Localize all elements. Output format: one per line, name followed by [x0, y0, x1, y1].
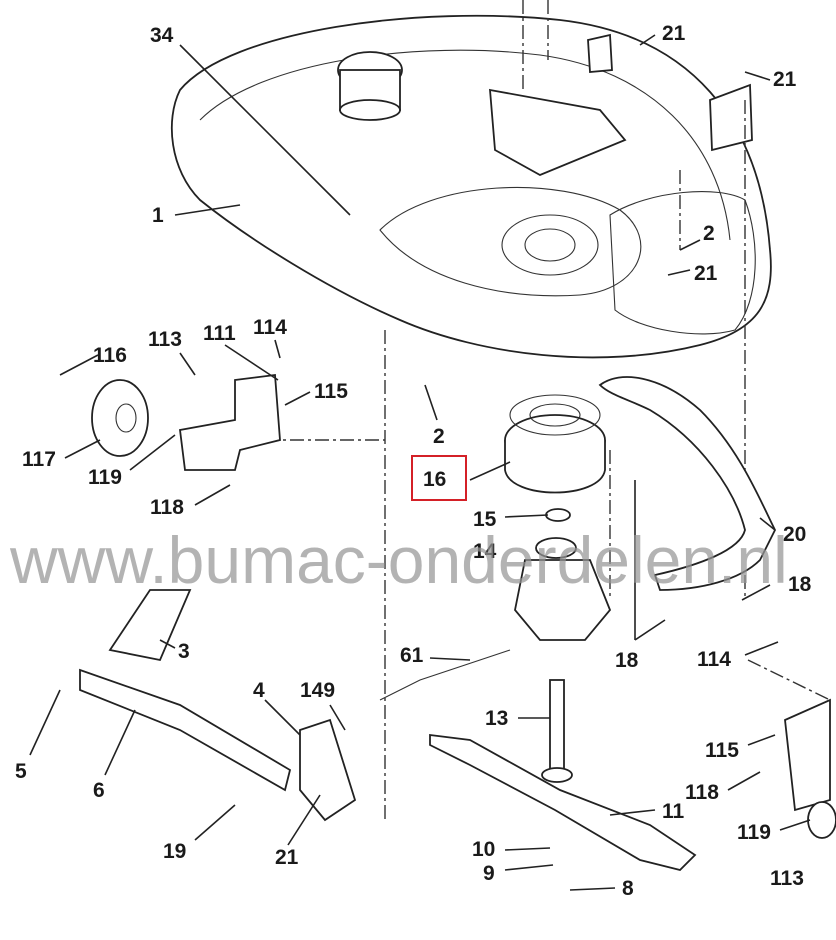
- callout-113: 113: [148, 328, 182, 351]
- callout-9: 9: [483, 862, 495, 885]
- watermark: www.bumac-onderdelen.nl: [10, 523, 788, 597]
- bracket-4: [299, 718, 357, 822]
- callout-116: 116: [93, 344, 127, 367]
- assembly-centerlines: [240, 0, 831, 820]
- callout-21: 21: [662, 22, 686, 45]
- mower-deck: [170, 14, 772, 359]
- callout-10: 10: [472, 838, 495, 861]
- callout-2: 2: [703, 222, 715, 245]
- callout-21: 21: [694, 262, 718, 285]
- callout-118: 118: [150, 496, 184, 519]
- callout-labels: 34 21 21 1 2 21 116 113 111 114 115 117 …: [15, 22, 812, 900]
- callout-114: 114: [697, 648, 731, 671]
- callout-115: 115: [314, 380, 348, 403]
- callout-149: 149: [300, 679, 335, 702]
- lift-link-6: [79, 668, 292, 792]
- callout-20: 20: [783, 523, 806, 546]
- callout-114: 114: [253, 316, 287, 339]
- callout-21: 21: [275, 846, 299, 869]
- part-16-ring: [504, 394, 606, 494]
- callout-15: 15: [473, 508, 497, 531]
- callout-118: 118: [685, 781, 719, 804]
- belt-guard-arm: [598, 376, 777, 591]
- mower-blade: [429, 733, 697, 871]
- callout-8: 8: [622, 877, 634, 900]
- bracket-3: [108, 589, 192, 662]
- callout-6: 6: [93, 779, 105, 802]
- callout-2: 2: [433, 425, 445, 448]
- callout-34: 34: [150, 24, 174, 47]
- callout-111: 111: [203, 322, 236, 345]
- callout-119: 119: [737, 821, 771, 844]
- callout-18: 18: [788, 573, 812, 596]
- callout-14: 14: [473, 540, 497, 563]
- spring-61: [379, 649, 511, 701]
- callout-18: 18: [615, 649, 639, 672]
- callout-113: 113: [770, 867, 804, 890]
- callout-119: 119: [88, 466, 122, 489]
- callout-4: 4: [253, 679, 265, 702]
- callout-115: 115: [705, 739, 739, 762]
- callout-5: 5: [15, 760, 27, 783]
- callout-16: 16: [423, 468, 446, 491]
- wheel-117: [91, 373, 281, 471]
- callout-13: 13: [485, 707, 508, 730]
- callout-61: 61: [400, 644, 424, 667]
- bracket-right: [784, 698, 831, 812]
- spindle-housing: [514, 508, 612, 783]
- callout-1: 1: [152, 204, 164, 227]
- callout-3: 3: [178, 640, 190, 663]
- highlight-box-part-16: [411, 455, 467, 501]
- callout-21: 21: [773, 68, 797, 91]
- callout-117: 117: [22, 448, 56, 471]
- wheel-right: [807, 801, 836, 839]
- callout-19: 19: [163, 840, 186, 863]
- callout-11: 11: [662, 800, 685, 823]
- leader-lines: [29, 34, 811, 891]
